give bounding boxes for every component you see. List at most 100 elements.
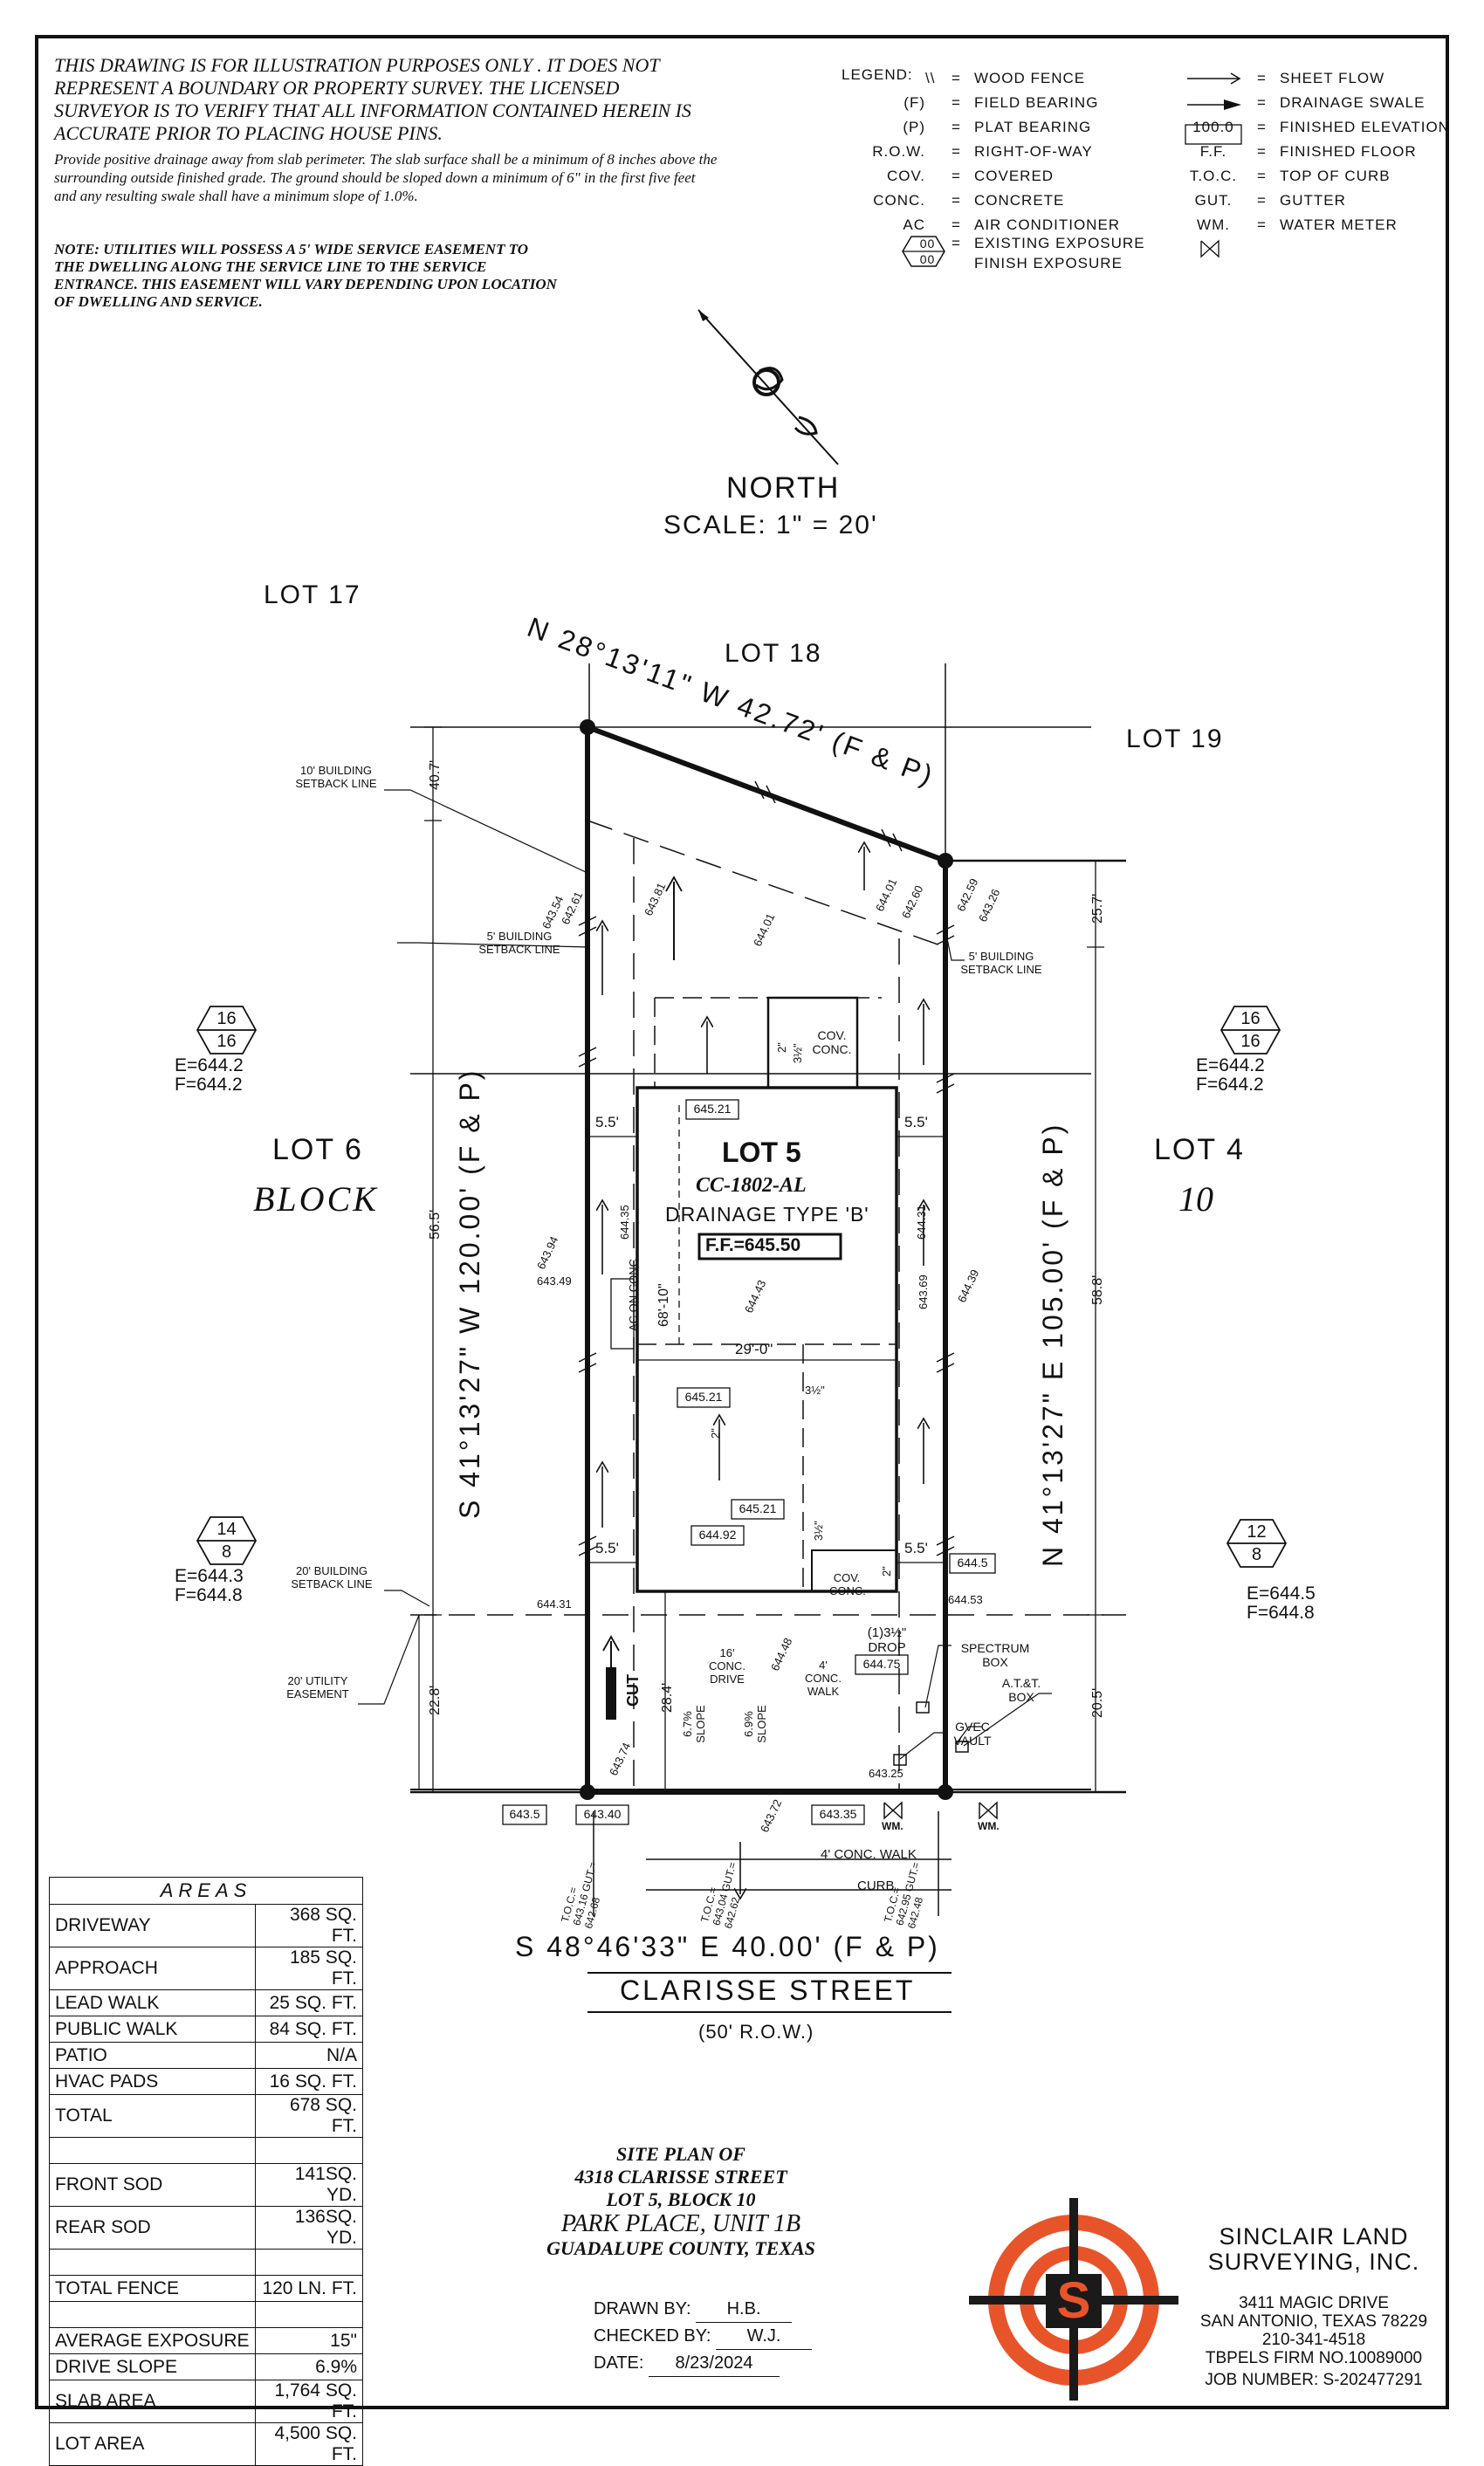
exposure-rt-top: 16 xyxy=(1240,1009,1261,1028)
down-label-2: 2" xyxy=(709,1428,722,1439)
step-label-1: 3½" xyxy=(791,1043,804,1063)
exposure-rb-e: E=644.5 xyxy=(1247,1583,1316,1604)
ground-shot-17: 644.53 xyxy=(948,1593,983,1606)
legend-key-5: CONC. xyxy=(873,192,925,209)
company-firm-number: TBPELS FIRM NO.10089000 xyxy=(1205,2349,1423,2367)
exposure-rb-f: F=644.8 xyxy=(1247,1603,1315,1623)
building-setback-5-right-label: 5' BUILDING SETBACK LINE xyxy=(960,950,1042,976)
down-label-3: 2" xyxy=(880,1566,893,1576)
company-block: SINCLAIR LAND SURVEYING, INC. 3411 MAGIC… xyxy=(1187,2224,1440,2390)
legend-existing-exposure: EXISTING EXPOSURE xyxy=(974,235,1145,251)
exposure-lt-bottom: 16 xyxy=(216,1032,237,1051)
legend-right-desc-2: FINISHED ELEVATION xyxy=(1280,119,1450,135)
drawn-by-value: H.B. xyxy=(696,2296,793,2323)
areas-label: AVERAGE EXPOSURE xyxy=(49,2327,256,2354)
legend-eq-2: = xyxy=(952,119,961,135)
legend-exposure-top: 00 xyxy=(919,237,936,251)
cut-label: CUT xyxy=(624,1674,642,1707)
legend-eq: = xyxy=(952,235,961,251)
legend-right-desc-0: SHEET FLOW xyxy=(1280,70,1385,86)
legend-right-desc-3: FINISHED FLOOR xyxy=(1280,143,1417,160)
lead-walk-label: 4' CONC. WALK xyxy=(805,1659,842,1698)
side-setback-dim-3: 5.5' xyxy=(595,1540,619,1556)
drainage-type-label: DRAINAGE TYPE 'B' xyxy=(665,1203,869,1226)
areas-label xyxy=(49,2249,256,2276)
company-phone: 210-341-4518 xyxy=(1261,2331,1366,2349)
legend-eq-1: = xyxy=(952,94,961,111)
north-label: NORTH xyxy=(726,471,841,505)
legend-key-6: AC xyxy=(903,216,925,233)
areas-label: DRIVEWAY xyxy=(49,1904,256,1947)
legend-key-4: COV. xyxy=(886,168,925,184)
ground-shot-10: 643.49 xyxy=(537,1274,572,1288)
legend-right-eq-0: = xyxy=(1257,70,1267,86)
side-setback-dim-4: 5.5' xyxy=(904,1540,928,1556)
areas-label: FRONT SOD xyxy=(49,2163,256,2207)
areas-value: N/A xyxy=(255,2042,363,2069)
lot-18-label: LOT 18 xyxy=(725,639,822,668)
checked-by-value: W.J. xyxy=(716,2323,813,2350)
areas-label xyxy=(49,2137,256,2164)
ground-shot-14: 643.69 xyxy=(917,1274,930,1309)
legend-finish-exposure: FINISH EXPOSURE xyxy=(974,255,1123,271)
elev-box-7: 643.5 xyxy=(509,1807,540,1821)
scale-label: SCALE: 1" = 20' xyxy=(663,511,878,539)
building-setback-5-left-label: 5' BUILDING SETBACK LINE xyxy=(478,930,560,956)
areas-value: 185 SQ. FT. xyxy=(255,1947,363,1990)
ac-on-conc-label: AC ON CONC xyxy=(627,1258,640,1331)
dim-22-8: 22.8' xyxy=(428,1685,443,1715)
legend-right-desc-4: TOP OF CURB xyxy=(1280,168,1391,184)
exposure-lb-bottom: 8 xyxy=(221,1542,232,1562)
utility-easement-note: NOTE: UTILITIES WILL POSSESS A 5' WIDE S… xyxy=(54,241,557,310)
areas-value xyxy=(255,2137,363,2164)
company-address-1: 3411 MAGIC DRIVE xyxy=(1239,2294,1389,2312)
drive-slope-1: 6.7% SLOPE xyxy=(681,1705,707,1743)
areas-label: DRIVE SLOPE xyxy=(49,2353,256,2380)
dim-28-4: 28.4' xyxy=(660,1682,675,1713)
drop-label: (1)3½" DROP xyxy=(867,1625,907,1655)
utility-easement-label: 20' UTILITY EASEMENT xyxy=(286,1674,349,1700)
ground-shot-11: 644.35 xyxy=(618,1205,631,1240)
step-label-3: 3½" xyxy=(812,1521,825,1541)
elev-box-9: 643.35 xyxy=(819,1807,857,1821)
building-setback-10-label: 10' BUILDING SETBACK LINE xyxy=(295,764,377,790)
step-label-2: 3½" xyxy=(805,1384,825,1397)
side-setback-dim-1: 5.5' xyxy=(595,1114,619,1130)
areas-row xyxy=(49,2137,363,2164)
exposure-lt-top: 16 xyxy=(216,1009,237,1028)
areas-value: 120 LN. FT. xyxy=(255,2275,363,2302)
legend-right-desc-1: DRAINAGE SWALE xyxy=(1280,94,1426,111)
street-name: CLARISSE STREET xyxy=(620,1975,916,2006)
areas-value: 16 SQ. FT. xyxy=(255,2068,363,2095)
areas-label: TOTAL FENCE xyxy=(49,2275,256,2302)
areas-label: TOTAL xyxy=(49,2094,256,2138)
legend-exposure-bottom: 00 xyxy=(919,252,936,266)
exposure-rt-e: E=644.2 xyxy=(1196,1055,1265,1075)
legend-desc-1: FIELD BEARING xyxy=(974,94,1099,111)
house-lot-label: LOT 5 xyxy=(722,1137,801,1168)
legend-right-key-5: GUT. xyxy=(1194,192,1233,209)
legend-desc-4: COVERED xyxy=(974,168,1055,184)
att-box-label: A.T.&T. BOX xyxy=(1001,1676,1041,1704)
dim-20-5: 20.5' xyxy=(1090,1687,1105,1718)
south-line-bearing: S 48°46'33" E 40.00' (F & P) xyxy=(515,1931,940,1962)
legend-right-key-3: F.F. xyxy=(1199,143,1227,160)
public-walk-label: 4' CONC. WALK xyxy=(821,1847,917,1862)
areas-value: 4,500 SQ. FT. xyxy=(255,2422,363,2466)
drive-slope-2: 6.9% SLOPE xyxy=(742,1705,768,1743)
legend-right-desc-5: GUTTER xyxy=(1280,192,1346,209)
exposure-lt-f: F=644.2 xyxy=(175,1075,243,1095)
legend-desc-3: RIGHT-OF-WAY xyxy=(974,143,1093,160)
water-meter-label-2: WM. xyxy=(978,1820,1000,1832)
areas-value: 6.9% xyxy=(255,2353,363,2380)
dim-40-7: 40.7' xyxy=(428,759,443,790)
